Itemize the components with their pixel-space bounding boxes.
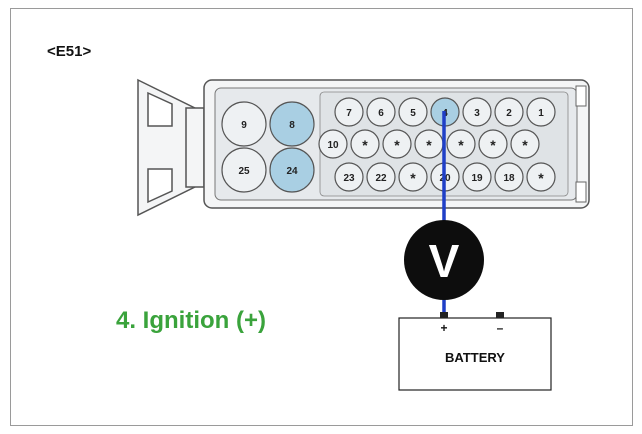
- pin-circle: [526, 97, 556, 127]
- pin-middle-row-4: *: [446, 129, 476, 159]
- pin-circle: [478, 129, 508, 159]
- connector-label: <E51>: [47, 43, 91, 60]
- large-pin-circle: [221, 147, 267, 193]
- large-pin-label: 24: [286, 166, 298, 177]
- pin-label: 7: [346, 108, 352, 119]
- large-pin-0: 9: [221, 101, 267, 147]
- battery-minus-sign: –: [497, 321, 504, 335]
- pin-circle: [334, 97, 364, 127]
- pin-circle: [350, 129, 380, 159]
- pin-circle: [494, 97, 524, 127]
- pin-bottom-row-4: 19: [462, 162, 492, 192]
- pin-bottom-row-2: *: [398, 162, 428, 192]
- pin-circle: [494, 162, 524, 192]
- pin-circle: [398, 97, 428, 127]
- large-pin-circle: [269, 101, 315, 147]
- pin-label: 6: [378, 108, 384, 119]
- pin-label: 19: [471, 173, 483, 184]
- voltmeter-symbol: V: [429, 235, 460, 287]
- pin-top-row-0: 7: [334, 97, 364, 127]
- pin-top-row-6: 1: [526, 97, 556, 127]
- pin-label: *: [410, 170, 416, 186]
- pin-circle: [398, 162, 428, 192]
- pin-circle: [462, 162, 492, 192]
- pin-label: 3: [474, 108, 480, 119]
- pin-bottom-row-0: 23: [334, 162, 364, 192]
- voltmeter-body: [404, 220, 484, 300]
- pin-circle: [526, 162, 556, 192]
- large-pin-1: 8: [269, 101, 315, 147]
- pin-label: 2: [506, 108, 512, 119]
- pin-label: *: [538, 170, 544, 186]
- pin-middle-row-2: *: [382, 129, 412, 159]
- pin-circle: [446, 129, 476, 159]
- pin-label: 18: [503, 173, 515, 184]
- pin-circle: [366, 97, 396, 127]
- large-pin-circle: [269, 147, 315, 193]
- pin-circle: [318, 129, 348, 159]
- large-pin-circle: [221, 101, 267, 147]
- battery-plus-sign: +: [440, 321, 447, 335]
- pin-label: 1: [538, 108, 544, 119]
- pin-circle: [510, 129, 540, 159]
- pin-middle-row-0: 10: [318, 129, 348, 159]
- pin-top-row-1: 6: [366, 97, 396, 127]
- pin-label: *: [458, 137, 464, 153]
- pin-label: *: [522, 137, 528, 153]
- battery: + – BATTERY: [398, 312, 552, 391]
- pin-label: 10: [327, 140, 339, 151]
- large-pin-label: 8: [289, 120, 295, 131]
- pin-bottom-row-6: *: [526, 162, 556, 192]
- large-pin-3: 24: [269, 147, 315, 193]
- pin-circle: [462, 97, 492, 127]
- pin-label: *: [362, 137, 368, 153]
- pin-bottom-row-5: 18: [494, 162, 524, 192]
- pin-circle: [334, 162, 364, 192]
- battery-negative-terminal: [496, 312, 504, 318]
- pin-bottom-row-1: 22: [366, 162, 396, 192]
- pin-label: 5: [410, 108, 416, 119]
- pin-top-row-2: 5: [398, 97, 428, 127]
- pin-label: *: [490, 137, 496, 153]
- pin-top-row-5: 2: [494, 97, 524, 127]
- pin-label: 22: [375, 173, 387, 184]
- pin-circle: [382, 129, 412, 159]
- pin-middle-row-5: *: [478, 129, 508, 159]
- pin-middle-row-3: *: [414, 129, 444, 159]
- pin-label: *: [426, 137, 432, 153]
- pin-label: 23: [343, 173, 355, 184]
- large-pin-label: 25: [238, 166, 250, 177]
- large-pin-2: 25: [221, 147, 267, 193]
- step-title: 4. Ignition (+): [116, 307, 266, 334]
- pin-middle-row-6: *: [510, 129, 540, 159]
- pin-middle-row-1: *: [350, 129, 380, 159]
- pin-top-row-4: 3: [462, 97, 492, 127]
- battery-box: [398, 317, 552, 391]
- battery-label: BATTERY: [445, 350, 505, 365]
- battery-positive-terminal: [440, 312, 448, 318]
- large-pin-label: 9: [241, 120, 247, 131]
- voltmeter: V: [404, 220, 484, 300]
- pin-label: *: [394, 137, 400, 153]
- pin-circle: [366, 162, 396, 192]
- connector-latch: [137, 78, 206, 217]
